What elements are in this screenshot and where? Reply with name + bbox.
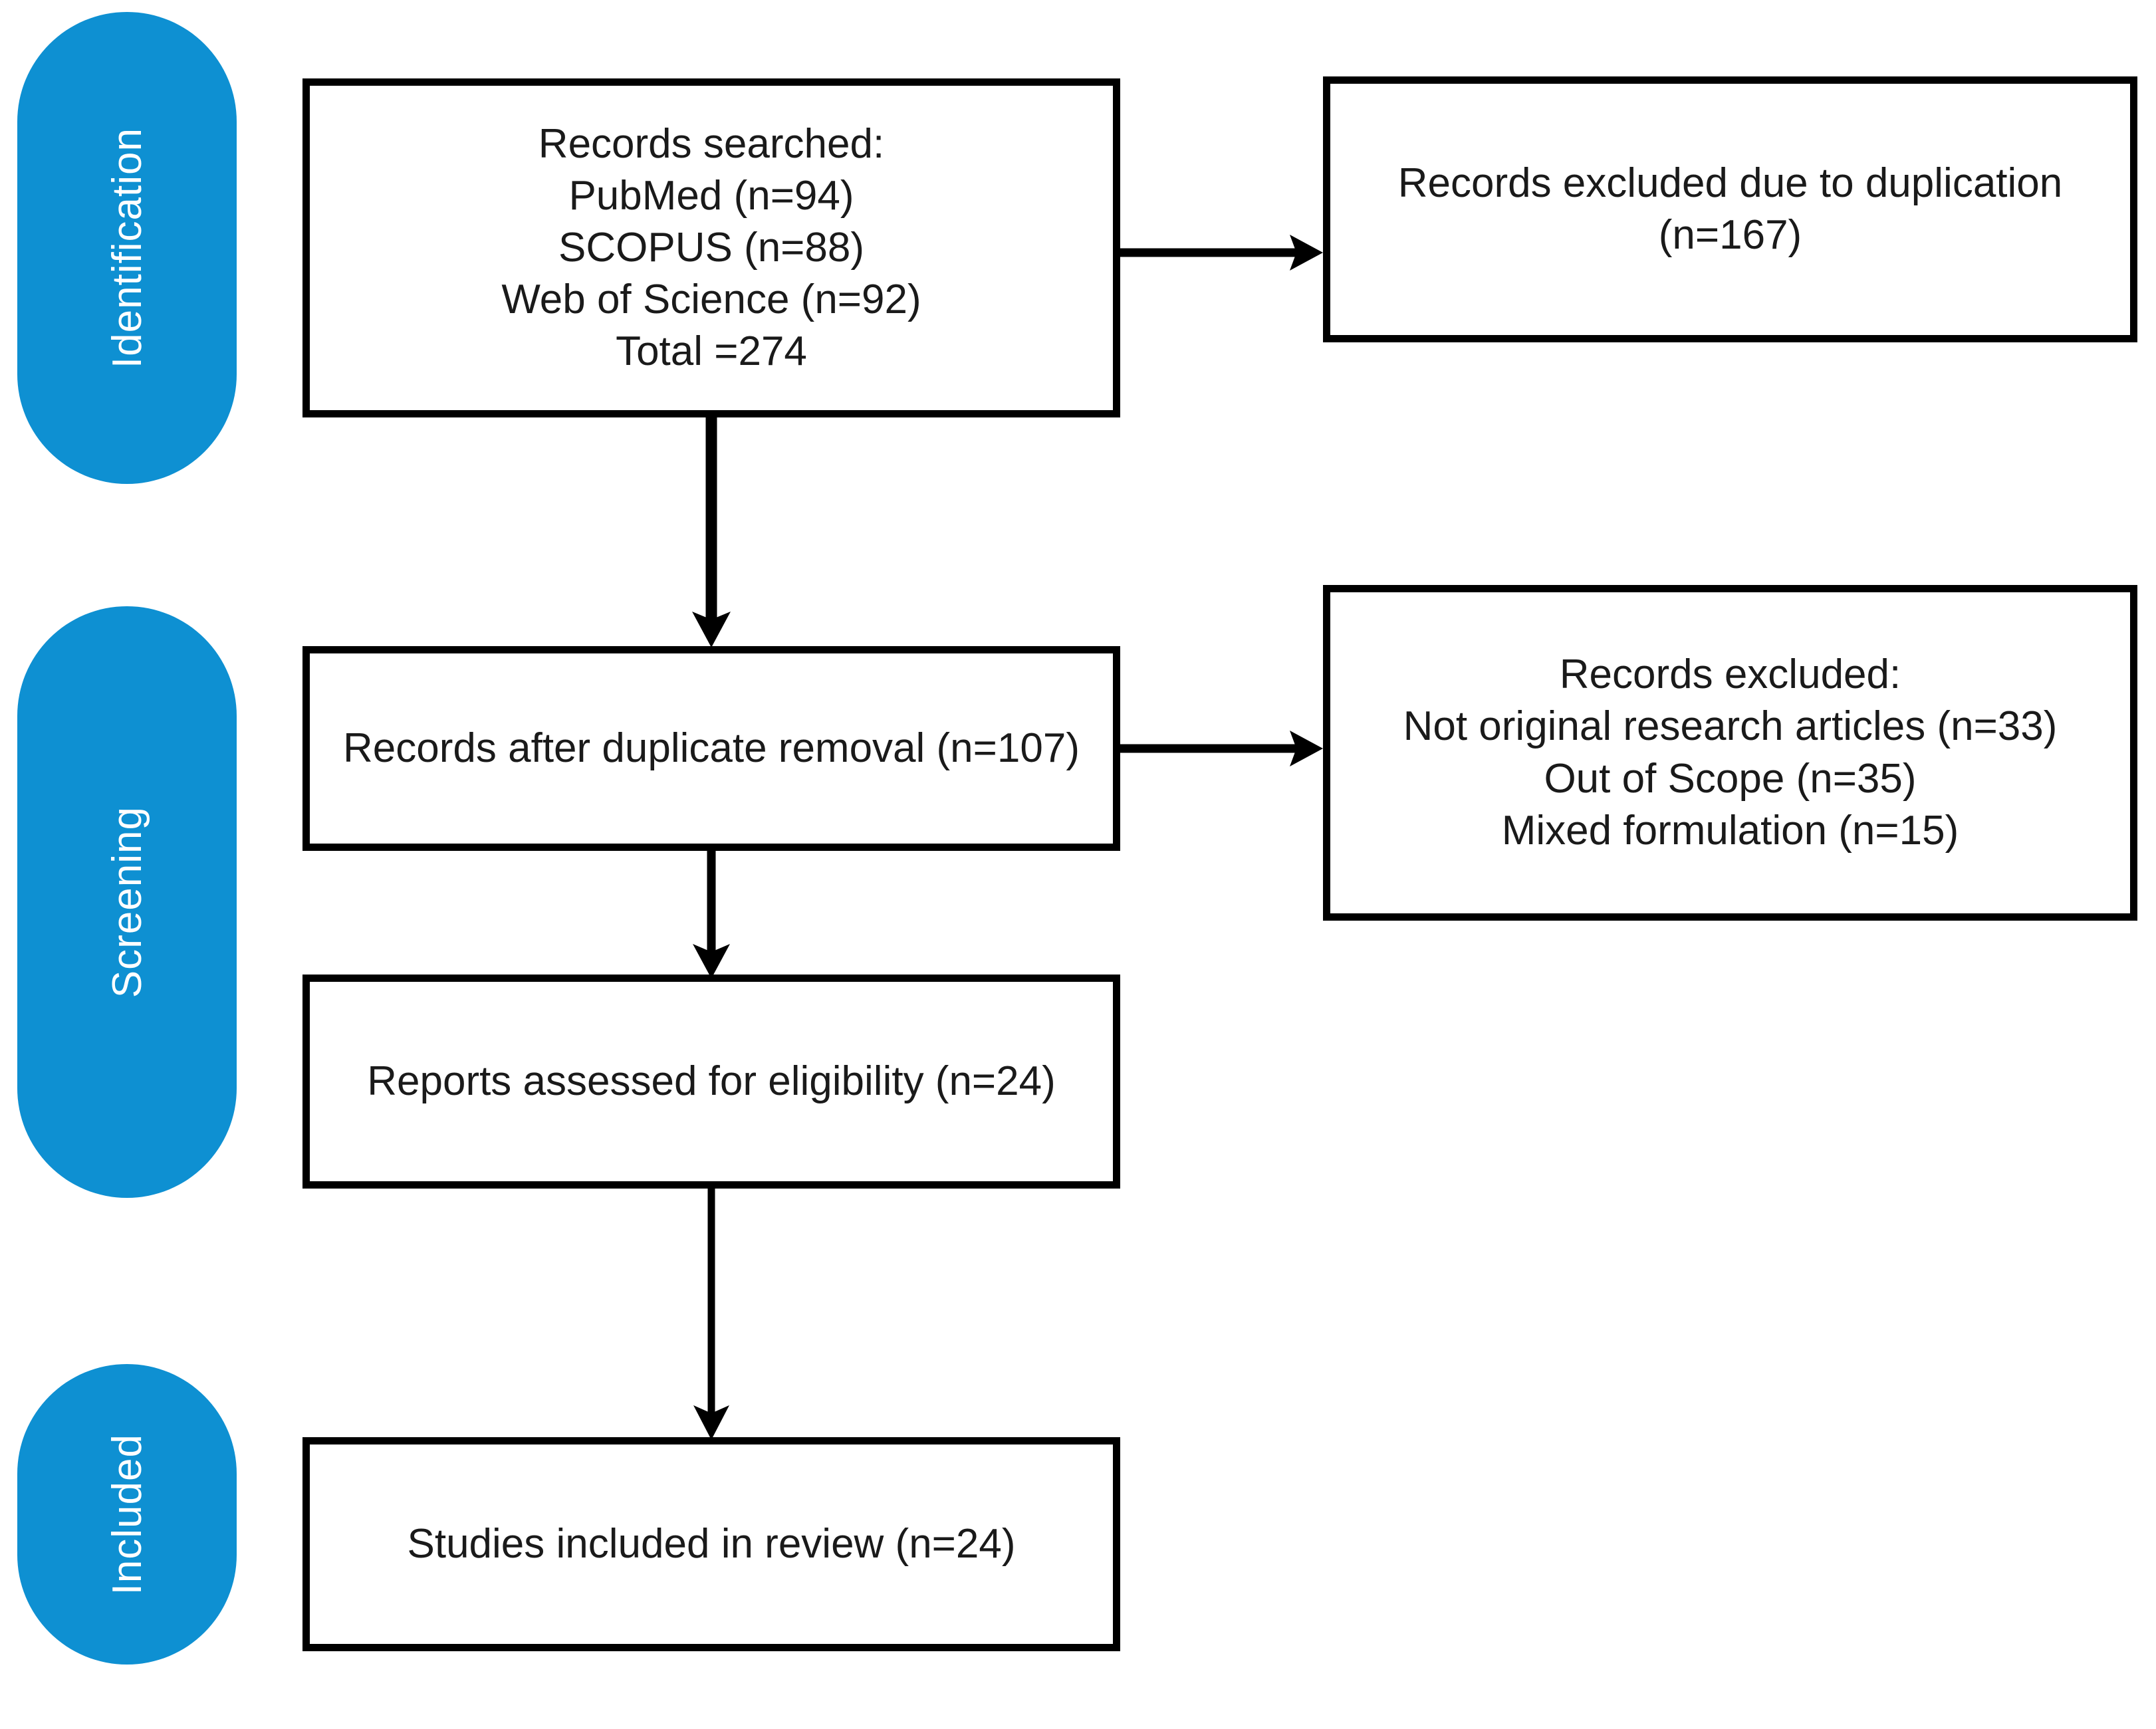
phase-label-included: Included	[104, 1433, 150, 1595]
arrow-searched-to-after-removal	[685, 413, 738, 650]
phase-label-screening: Screening	[104, 806, 150, 998]
box-studies-included-text: Studies included in review (n=24)	[407, 1520, 1016, 1567]
box-excluded-duplication: Records excluded due to duplication (n=1…	[1323, 76, 2137, 342]
arrow-eligibility-to-included	[685, 1186, 738, 1442]
phase-pill-included: Included	[17, 1364, 237, 1665]
box-after-duplicate-removal-text: Records after duplicate removal (n=107)	[343, 725, 1080, 771]
phase-label-identification: Identification	[104, 127, 150, 369]
phase-pill-identification: Identification	[17, 12, 237, 484]
box-assessed-eligibility: Reports assessed for eligibility (n=24)	[302, 975, 1120, 1189]
arrow-after-removal-to-eligibility	[685, 848, 738, 981]
box-assessed-eligibility-text: Reports assessed for eligibility (n=24)	[367, 1058, 1056, 1104]
box-records-excluded-text: Records excluded: Not original research …	[1403, 651, 2058, 854]
box-excluded-duplication-text: Records excluded due to duplication (n=1…	[1397, 160, 2063, 258]
box-records-excluded: Records excluded: Not original research …	[1323, 585, 2137, 921]
arrow-after-removal-to-excluded	[1120, 722, 1326, 775]
box-records-searched-text: Records searched: PubMed (n=94) SCOPUS (…	[501, 120, 921, 375]
box-after-duplicate-removal: Records after duplicate removal (n=107)	[302, 646, 1120, 851]
phase-pill-screening: Screening	[17, 606, 237, 1198]
box-studies-included: Studies included in review (n=24)	[302, 1437, 1120, 1651]
arrow-searched-to-duplication	[1120, 226, 1326, 279]
box-records-searched: Records searched: PubMed (n=94) SCOPUS (…	[302, 78, 1120, 417]
